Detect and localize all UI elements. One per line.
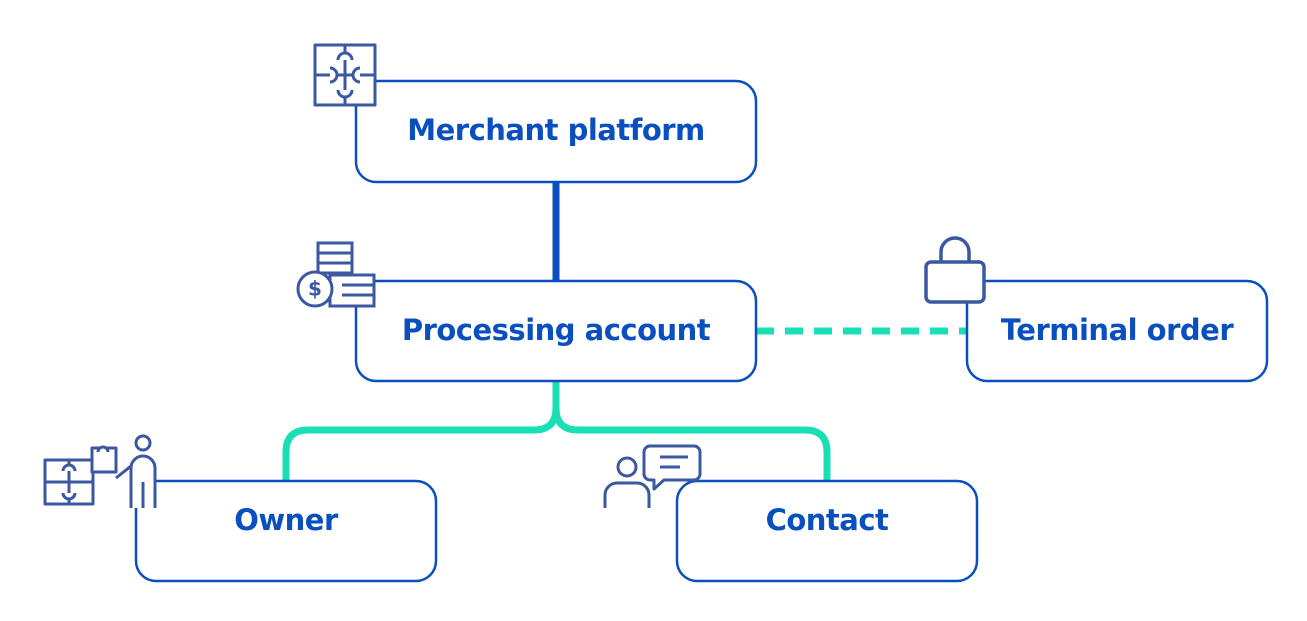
owner-label: Owner bbox=[234, 503, 339, 537]
merchant-platform-label: Merchant platform bbox=[407, 113, 705, 147]
contact-label: Contact bbox=[766, 503, 889, 537]
connector-processing-to-owner-contact bbox=[282, 381, 831, 481]
processing-account-label: Processing account bbox=[402, 313, 711, 347]
coins-cash-icon: $ bbox=[296, 241, 376, 308]
owner-box bbox=[134, 479, 438, 583]
person-chat-icon bbox=[603, 444, 702, 508]
merchant-platform-box bbox=[354, 79, 758, 184]
node-owner: Owner bbox=[43, 434, 438, 583]
node-merchant-platform: Merchant platform bbox=[313, 43, 758, 184]
contact-box bbox=[675, 479, 979, 583]
person-puzzle-icon bbox=[43, 434, 157, 508]
node-contact: Contact bbox=[603, 444, 979, 583]
processing-account-box bbox=[354, 279, 758, 383]
terminal-order-label: Terminal order bbox=[1001, 313, 1234, 347]
shopping-bag-icon bbox=[924, 236, 986, 304]
node-terminal-order: Terminal order bbox=[924, 236, 1269, 383]
dollar-icon: $ bbox=[308, 277, 322, 301]
terminal-order-box bbox=[965, 279, 1269, 383]
puzzle-icon bbox=[313, 43, 377, 107]
node-processing-account: $ Processing account bbox=[296, 241, 758, 383]
